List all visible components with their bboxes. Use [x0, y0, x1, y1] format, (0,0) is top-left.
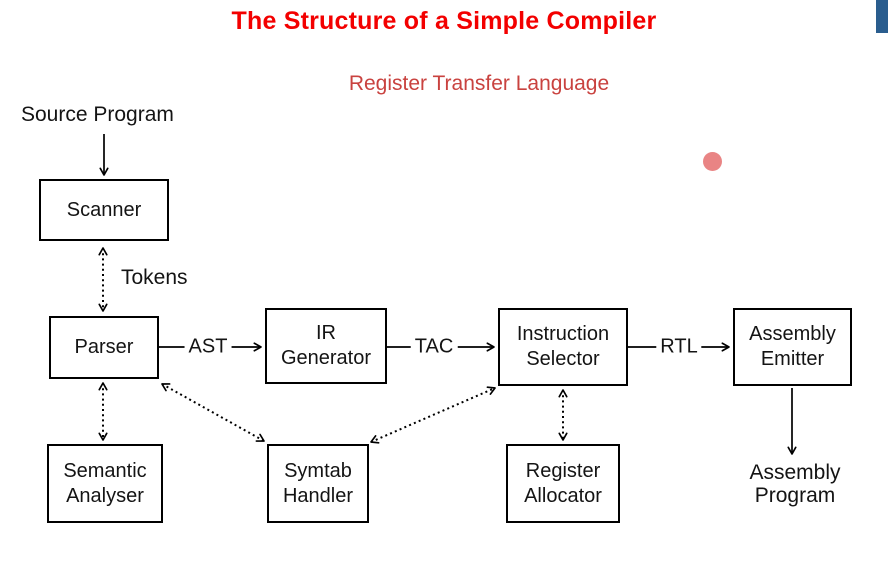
node-instruction-selector: Instruction Selector: [498, 308, 628, 386]
label-ast: AST: [184, 335, 232, 359]
node-scanner: Scanner: [39, 179, 169, 241]
symtab-handler-line2: Handler: [282, 484, 354, 507]
page-subtitle: Register Transfer Language: [348, 72, 610, 95]
symtab-handler-line1: Symtab: [284, 459, 352, 482]
label-tac: TAC: [410, 335, 458, 359]
node-register-allocator: Register Allocator: [506, 444, 620, 523]
presenter-dot: [703, 152, 722, 171]
page-title: The Structure of a Simple Compiler: [231, 7, 657, 35]
corner-tab-decoration: [876, 0, 888, 33]
assembly-program-line2: Program: [754, 484, 836, 507]
arrow-parser-symtab: [161, 383, 265, 442]
label-assembly-program: Assembly Program: [730, 461, 860, 507]
node-assembly-emitter: Assembly Emitter: [733, 308, 852, 386]
ir-generator-line2: Generator: [280, 347, 372, 369]
label-tokens: Tokens: [121, 266, 188, 289]
instruction-selector-line2: Selector: [526, 348, 600, 370]
instruction-selector-line1: Instruction: [516, 323, 610, 345]
assembly-program-line1: Assembly: [749, 461, 841, 484]
semantic-analyser-line1: Semantic: [63, 459, 147, 482]
node-symtab-handler: Symtab Handler: [267, 444, 369, 523]
assembly-emitter-line2: Emitter: [760, 348, 825, 370]
node-parser: Parser: [49, 316, 159, 379]
node-semantic-analyser: Semantic Analyser: [47, 444, 163, 523]
arrow-symtab-selector: [370, 386, 496, 444]
register-allocator-line1: Register: [525, 459, 601, 482]
register-allocator-line2: Allocator: [524, 484, 602, 507]
node-ir-generator: IR Generator: [265, 308, 387, 384]
scanner-label: Scanner: [66, 198, 142, 221]
semantic-analyser-line2: Analyser: [66, 484, 144, 507]
assembly-emitter-line1: Assembly: [749, 323, 836, 345]
ir-generator-line1: IR: [316, 322, 336, 344]
parser-label: Parser: [74, 336, 134, 358]
label-source-program: Source Program: [21, 103, 174, 126]
label-rtl: RTL: [656, 335, 702, 359]
